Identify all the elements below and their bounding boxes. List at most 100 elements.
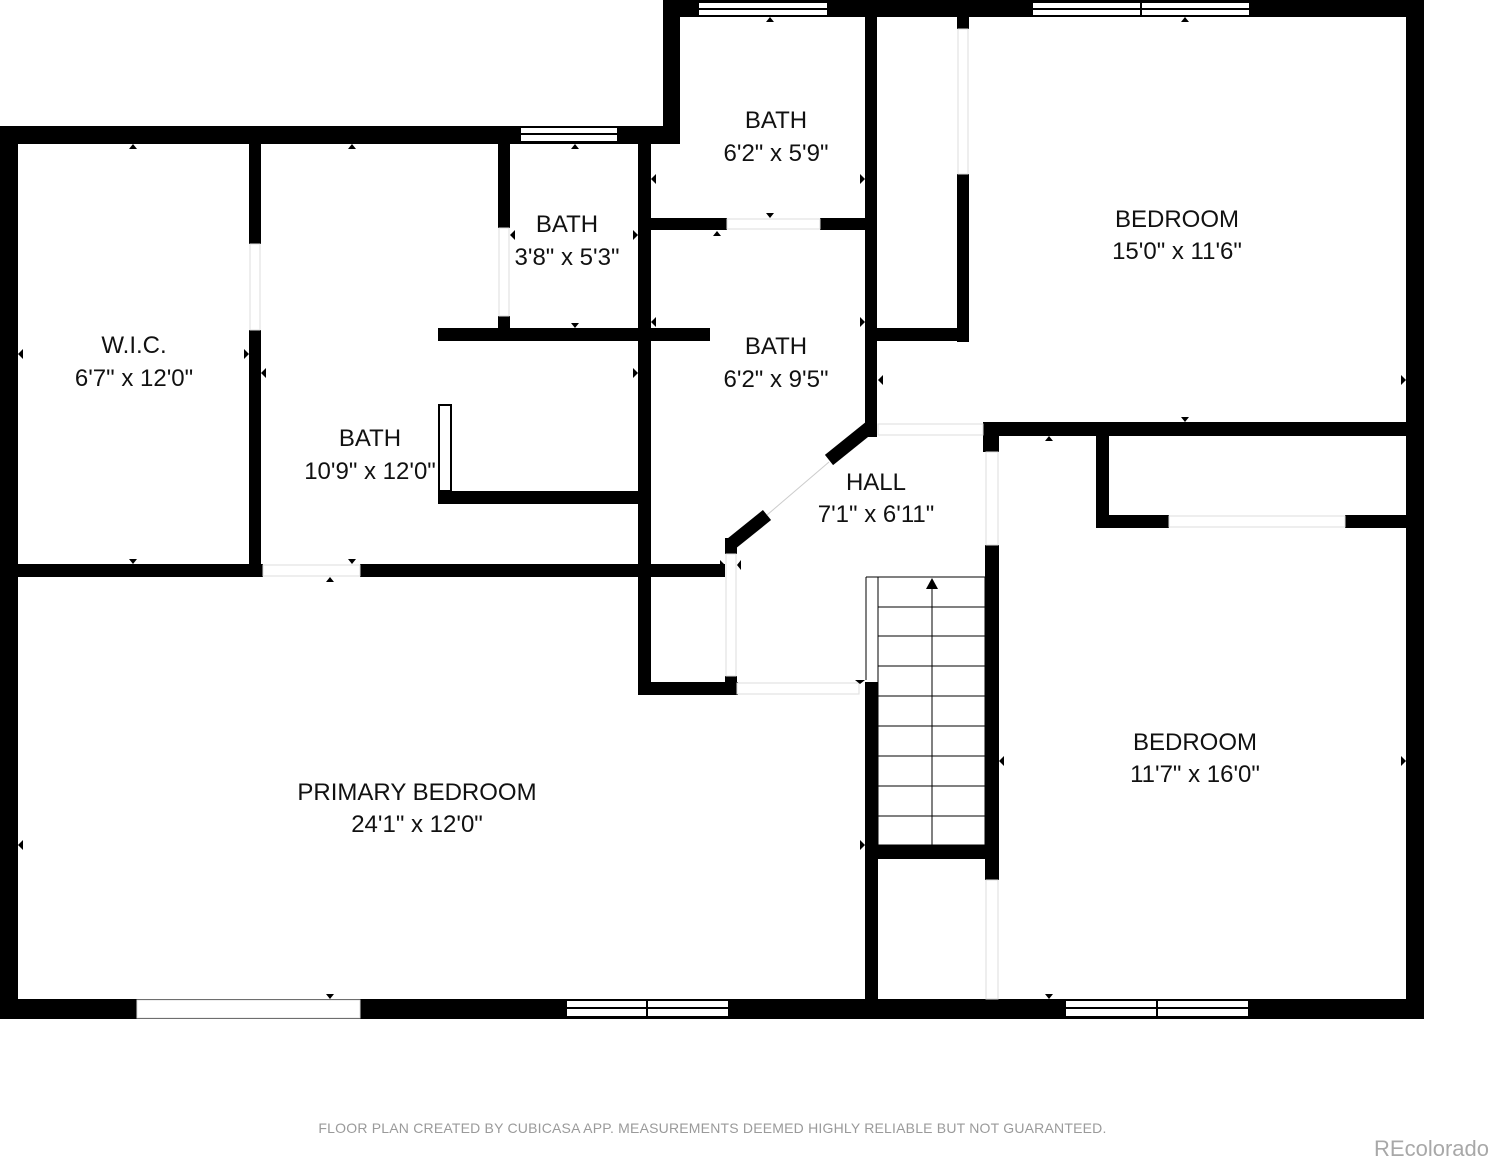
wall-stair-south xyxy=(870,845,995,859)
dim-tick xyxy=(651,317,656,327)
door-openings xyxy=(136,28,1346,1019)
dim-tick xyxy=(18,840,23,850)
dim-tick xyxy=(999,756,1004,766)
wall-shower-south xyxy=(438,491,644,504)
dim-tick xyxy=(766,213,774,218)
wall-column-870 xyxy=(865,17,877,437)
opening-hall-west xyxy=(725,553,737,677)
wall-wic-south xyxy=(18,564,263,577)
dim-tick xyxy=(860,174,865,184)
window-mullions xyxy=(520,2,1250,1017)
wall-bedroom-ne-stub xyxy=(983,422,999,452)
room-dims-bath-upper: 6'2" x 5'9" xyxy=(724,140,829,167)
dim-tick xyxy=(1181,17,1189,22)
room-dims-bath-small: 3'8" x 5'3" xyxy=(515,244,620,271)
wall-bath-divider xyxy=(438,328,710,341)
room-dims-bedroom-se: 11'7" x 16'0" xyxy=(1130,761,1260,788)
room-dims-hall: 7'1" x 6'11" xyxy=(818,501,935,528)
wall-se-closet-south-left xyxy=(1096,515,1169,528)
disclaimer-text: FLOOR PLAN CREATED BY CUBICASA APP. MEAS… xyxy=(318,1120,1107,1136)
dim-tick xyxy=(737,560,741,570)
opening-closet-ne xyxy=(957,28,969,175)
wall-small-bath-west-upper xyxy=(498,144,510,228)
room-name-bath-upper: BATH xyxy=(745,107,807,134)
brand-logo-text: REcolorado xyxy=(1374,1136,1489,1161)
wall-wic-east-lower xyxy=(249,330,261,577)
wall-column-870-lower xyxy=(865,682,878,1002)
opening-primary-south xyxy=(136,999,361,1019)
opening-hall-east xyxy=(985,451,999,546)
dim-tick xyxy=(129,144,137,149)
dim-tick xyxy=(1045,994,1053,999)
dim-tick xyxy=(860,840,865,850)
wall-closet-east-top xyxy=(957,17,969,29)
wall-closet-east xyxy=(957,174,969,342)
dim-tick xyxy=(326,577,334,582)
wall-wic-east-upper xyxy=(249,144,261,244)
dim-tick xyxy=(1401,375,1406,385)
opening-bath-south xyxy=(262,564,361,577)
walls xyxy=(0,0,1424,1019)
dim-tick xyxy=(633,368,638,378)
wall-hall-diagonal-lower xyxy=(726,509,772,550)
dim-tick xyxy=(713,231,721,236)
staircase xyxy=(865,576,986,846)
dim-tick xyxy=(261,368,266,378)
dim-tick xyxy=(244,349,249,359)
dim-tick xyxy=(855,680,865,684)
dim-tick xyxy=(1181,417,1189,422)
dim-tick xyxy=(766,17,774,22)
dim-tick xyxy=(326,994,334,999)
wall-notch-vertical xyxy=(663,0,680,144)
opening-hall-north xyxy=(877,423,984,436)
dim-tick xyxy=(633,230,638,240)
opening-upper-bath xyxy=(726,218,821,230)
wall-west-exterior xyxy=(0,126,18,1019)
room-name-primary: PRIMARY BEDROOM xyxy=(297,779,536,806)
room-name-bath-middle: BATH xyxy=(745,333,807,360)
room-dims-primary: 24'1" x 12'0" xyxy=(351,811,483,838)
wall-hall-diagonal-upper xyxy=(824,421,875,466)
wall-column-630 xyxy=(638,140,651,695)
dim-tick xyxy=(878,375,883,385)
room-dims-wic: 6'7" x 12'0" xyxy=(75,365,193,392)
opening-se-bedroom xyxy=(985,879,999,1000)
dimension-markers xyxy=(18,17,1406,999)
room-name-bath-large: BATH xyxy=(339,425,401,452)
wall-se-closet-south-right xyxy=(1345,515,1410,528)
dim-tick xyxy=(1401,756,1406,766)
wall-upper-bath-south-left xyxy=(645,218,727,230)
room-name-bedroom-se: BEDROOM xyxy=(1133,729,1257,756)
wall-bedroom-ne-south xyxy=(983,422,1413,436)
diagonal-walls xyxy=(726,421,875,550)
dim-tick xyxy=(348,144,356,149)
wall-stub-south xyxy=(638,682,738,695)
wall-closet-south xyxy=(870,328,969,341)
room-labels: W.I.C. 6'7" x 12'0" BATH 10'9" x 12'0" B… xyxy=(75,107,1260,838)
room-dims-bath-middle: 6'2" x 9'5" xyxy=(724,366,829,393)
dim-tick xyxy=(510,230,515,240)
dim-tick xyxy=(651,174,656,184)
stair-up-arrow-icon xyxy=(926,578,938,589)
dim-tick xyxy=(1045,436,1053,441)
room-name-hall: HALL xyxy=(846,469,906,496)
wall-hall-west-stub-lower xyxy=(725,676,737,694)
dim-tick xyxy=(571,144,579,149)
opening-hall-south xyxy=(736,682,860,695)
opening-wic xyxy=(249,243,261,331)
dim-tick xyxy=(129,559,137,564)
wall-hall-east xyxy=(985,545,999,880)
wall-north-west-exterior xyxy=(0,126,665,144)
opening-small-bath xyxy=(498,227,510,317)
dim-tick xyxy=(571,323,579,328)
opening-hall-diagonal xyxy=(766,461,830,516)
dim-tick xyxy=(18,349,23,359)
room-name-bedroom-ne: BEDROOM xyxy=(1115,206,1239,233)
wall-upper-bath-south-right xyxy=(820,218,868,230)
shower-curb xyxy=(438,404,452,492)
room-dims-bath-large: 10'9" x 12'0" xyxy=(304,458,436,485)
wall-bath-south xyxy=(360,564,725,577)
dim-tick xyxy=(720,560,725,570)
room-name-wic: W.I.C. xyxy=(101,332,166,359)
